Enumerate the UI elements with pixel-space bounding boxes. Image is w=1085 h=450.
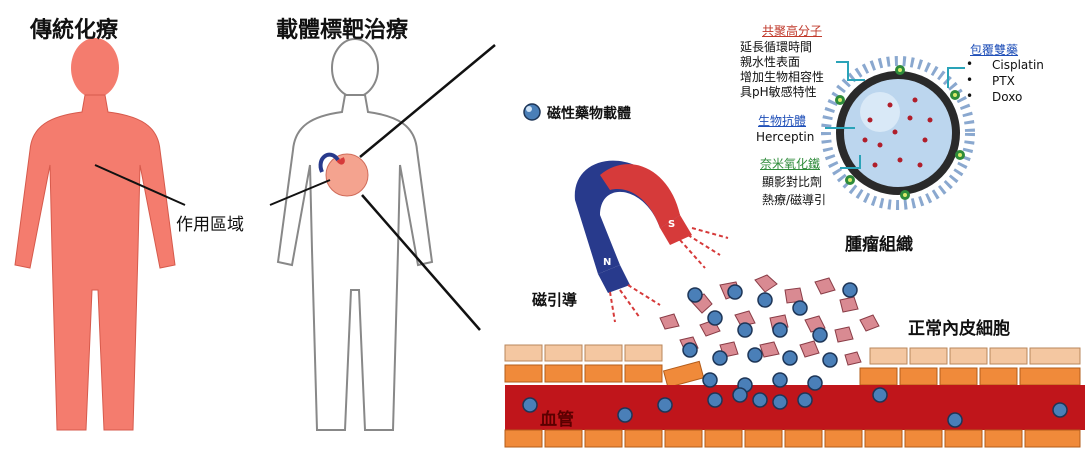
polymer-line-1: 延長循環時間	[740, 40, 813, 54]
action-area-label: 作用區域	[176, 215, 244, 235]
legend-carrier-icon	[523, 103, 541, 121]
chemo-heading: 傳統化療	[30, 18, 119, 43]
targeted-body	[276, 38, 434, 431]
chemo-pointer-line	[94, 164, 186, 206]
blood-vessel	[505, 385, 1085, 430]
small-magnet-red	[336, 157, 345, 165]
drug-item-2: PTX	[992, 74, 1015, 88]
polymer-line-4: 具pH敏感特性	[740, 85, 817, 99]
chemo-body	[14, 38, 176, 431]
drug-bullet-2: •	[966, 73, 974, 87]
blood-vessel-label: 血管	[540, 410, 574, 430]
drug-item-1: Cisplatin	[992, 58, 1044, 72]
drug-bullet-3: •	[966, 89, 974, 103]
iron-oxide-line-1: 顯影對比劑	[762, 175, 823, 189]
targeted-heading: 載體標靶治療	[276, 18, 409, 43]
callout-lines	[825, 61, 965, 169]
magnetic-carrier-label: 磁性藥物載體	[547, 106, 631, 122]
magnet-n-label: N	[603, 257, 612, 268]
normal-endothelium-label: 正常內皮細胞	[908, 319, 1010, 339]
small-magnet-blue	[318, 152, 340, 173]
targeted-pointer-line	[269, 179, 331, 206]
drug-bullet-1: •	[966, 57, 974, 71]
drug-item-3: Doxo	[992, 90, 1023, 104]
target-region	[325, 153, 369, 197]
iron-oxide-line-2: 熱療/磁導引	[762, 193, 827, 207]
magnetic-guidance-label: 磁引導	[532, 291, 578, 309]
magnet	[574, 160, 729, 323]
legend-carrier-highlight	[526, 106, 532, 112]
zoom-line-bottom	[361, 194, 481, 331]
iron-oxide-title: 奈米氧化鐵	[760, 157, 821, 171]
nanoparticle	[821, 56, 975, 210]
magnet-s-label: S	[668, 219, 676, 230]
zoom-line-top	[359, 44, 496, 158]
drugs-title: 包覆雙藥	[970, 43, 1019, 57]
polymer-line-3: 增加生物相容性	[740, 70, 825, 84]
endothelium-bottom	[504, 429, 1081, 448]
endothelium-top	[504, 344, 1081, 388]
antibody-item-1: Herceptin	[756, 130, 815, 144]
polymer-line-2: 親水性表面	[740, 55, 801, 69]
antibody-title: 生物抗體	[758, 114, 807, 128]
tumor-tissue-label: 腫瘤組織	[845, 235, 913, 255]
carriers	[522, 282, 1068, 428]
polymer-title: 共聚高分子	[762, 24, 823, 38]
